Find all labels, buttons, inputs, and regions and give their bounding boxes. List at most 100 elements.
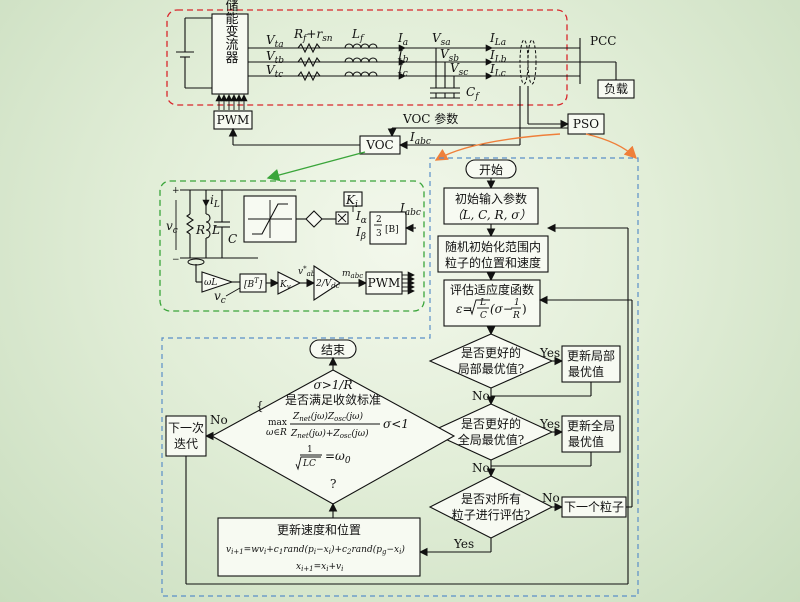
update-eq2: xi+1=xi+vi [296,562,343,573]
init-params-vars: （L, C, R, σ） [451,208,532,222]
transform-b: [B] [385,225,399,235]
update-global-box [561,415,621,453]
label-cf: Cf [466,85,480,102]
current-sensor-ellipses [519,39,537,85]
svg-text:ω∈R: ω∈R [266,428,287,438]
label-vtb: Vtb [266,49,284,66]
update-local-line1: 更新局部 [567,348,615,363]
i-beta-label: Iβ [355,225,366,242]
update-eq1: vi+1=wvi+c1rand(pi−xi)+c2rand(pg−xi) [226,544,405,556]
next-iter-box [165,415,207,457]
update-local-line2: 最优值 [568,364,604,379]
voc-minus: − [172,255,180,265]
decision-all-line1: 是否对所有 [461,492,521,506]
next-particle-label: 下一个粒子 [564,499,624,514]
next-iter-line2: 迭代 [174,437,198,451]
load-label: 负载 [604,82,628,96]
vabc-star-label: v*abc [298,265,319,278]
bt-label: [BT] [244,277,263,290]
end-label: 结束 [321,343,345,357]
decision-local-best [428,333,554,389]
system-boundary-red [166,9,568,106]
update-global-line1: 更新全局 [567,418,615,433]
svg-text:1: 1 [514,298,520,308]
update-velocity-box [217,517,421,577]
voc-c-label: C [228,232,237,246]
voc-rlc-circuit [175,189,258,259]
voc-detail-boundary-green [159,180,425,312]
label-ia: Ia [397,31,408,48]
yes-label-2: Yes [539,417,560,431]
kv-label: Kv [279,280,291,291]
pwm-output-arrows [402,271,415,295]
svg-text:Znet(jω)+Zosc(jω): Znet(jω)+Zosc(jω) [290,428,369,440]
load-box [597,79,635,99]
pwm-label-top: PWM [217,113,250,127]
conv-line2: 是否满足收敛标准 [285,392,381,407]
svg-text:C: C [480,311,487,321]
svg-text:1: 1 [307,445,313,455]
no-label-1: No [472,389,490,403]
div-vdc-gain [313,264,342,302]
decision-local-line2: 局部最优值? [458,361,524,376]
svg-text:L: L [479,298,486,308]
label-ilb: ILb [489,48,507,65]
flowchart-boundary-blue [161,157,639,597]
yes-label-1: Yes [539,346,560,360]
init-params-label: 初始输入参数 [455,191,527,206]
yes-label-3: Yes [453,537,474,551]
vc2-label: vc [214,289,226,306]
init-pos-box [437,235,549,273]
pso-label: PSO [573,117,599,131]
update-title: 更新速度和位置 [277,522,361,537]
label-ila: ILa [489,31,506,48]
start-label: 开始 [479,163,503,177]
filter-capacitors [430,48,460,99]
svg-text:{: { [256,399,264,413]
init-pos-line1: 随机初始化范围内 [445,239,541,254]
svg-text:LC: LC [302,459,316,469]
fitness-title: 评估适应度函数 [450,282,534,297]
conv-line1: σ>1/R [314,378,353,392]
green-expand-arrow [266,151,366,182]
omega-l-label: ωL [204,278,217,288]
ki-label: Ki [345,193,358,210]
gate-signal-arrows [215,94,248,110]
label-vta: Vta [266,33,284,50]
kv-gain [277,271,302,295]
label-rf-rsn: Rf+rsn [293,27,333,44]
omega-l-gain [201,271,234,293]
label-vsc: Vsc [450,61,468,78]
voc-plus: + [172,186,180,196]
decision-local-line1: 是否更好的 [461,345,521,360]
converter-label: 储能变流器 [223,0,239,65]
fitness-box [443,279,541,327]
svg-text:σ<1: σ<1 [383,417,409,431]
label-ilc: ILc [489,62,506,79]
label-vsa: Vsa [432,31,451,48]
svg-text:(σ−: (σ− [490,302,513,316]
mabc-label: mabc [342,269,363,280]
iabc-label-voc: Iabc [399,201,421,218]
voc-vc-label: vc [166,219,178,236]
label-lf: Lf [351,27,365,44]
label-vsb: Vsb [440,47,459,64]
orange-expand-arrow-2 [434,133,561,161]
sum-diamond [305,210,323,228]
pcc-label: PCC [590,34,616,48]
next-iter-line1: 下一次 [168,421,204,435]
decision-global-line1: 是否更好的 [461,416,521,431]
iabc-label-top: Iabc [409,130,431,147]
label-vtc: Vtc [266,63,283,80]
init-pos-line2: 粒子的位置和速度 [445,255,541,270]
svg-text:max: max [268,418,287,428]
i-alpha-label: Iα [355,209,367,226]
decision-global-best [428,403,554,461]
transform-num: 2 [376,215,382,225]
svg-text:?: ? [330,477,336,491]
dc-source [176,17,212,89]
phase-lines [248,42,580,82]
no-label-3: No [542,491,560,505]
orange-expand-arrow [585,133,637,159]
